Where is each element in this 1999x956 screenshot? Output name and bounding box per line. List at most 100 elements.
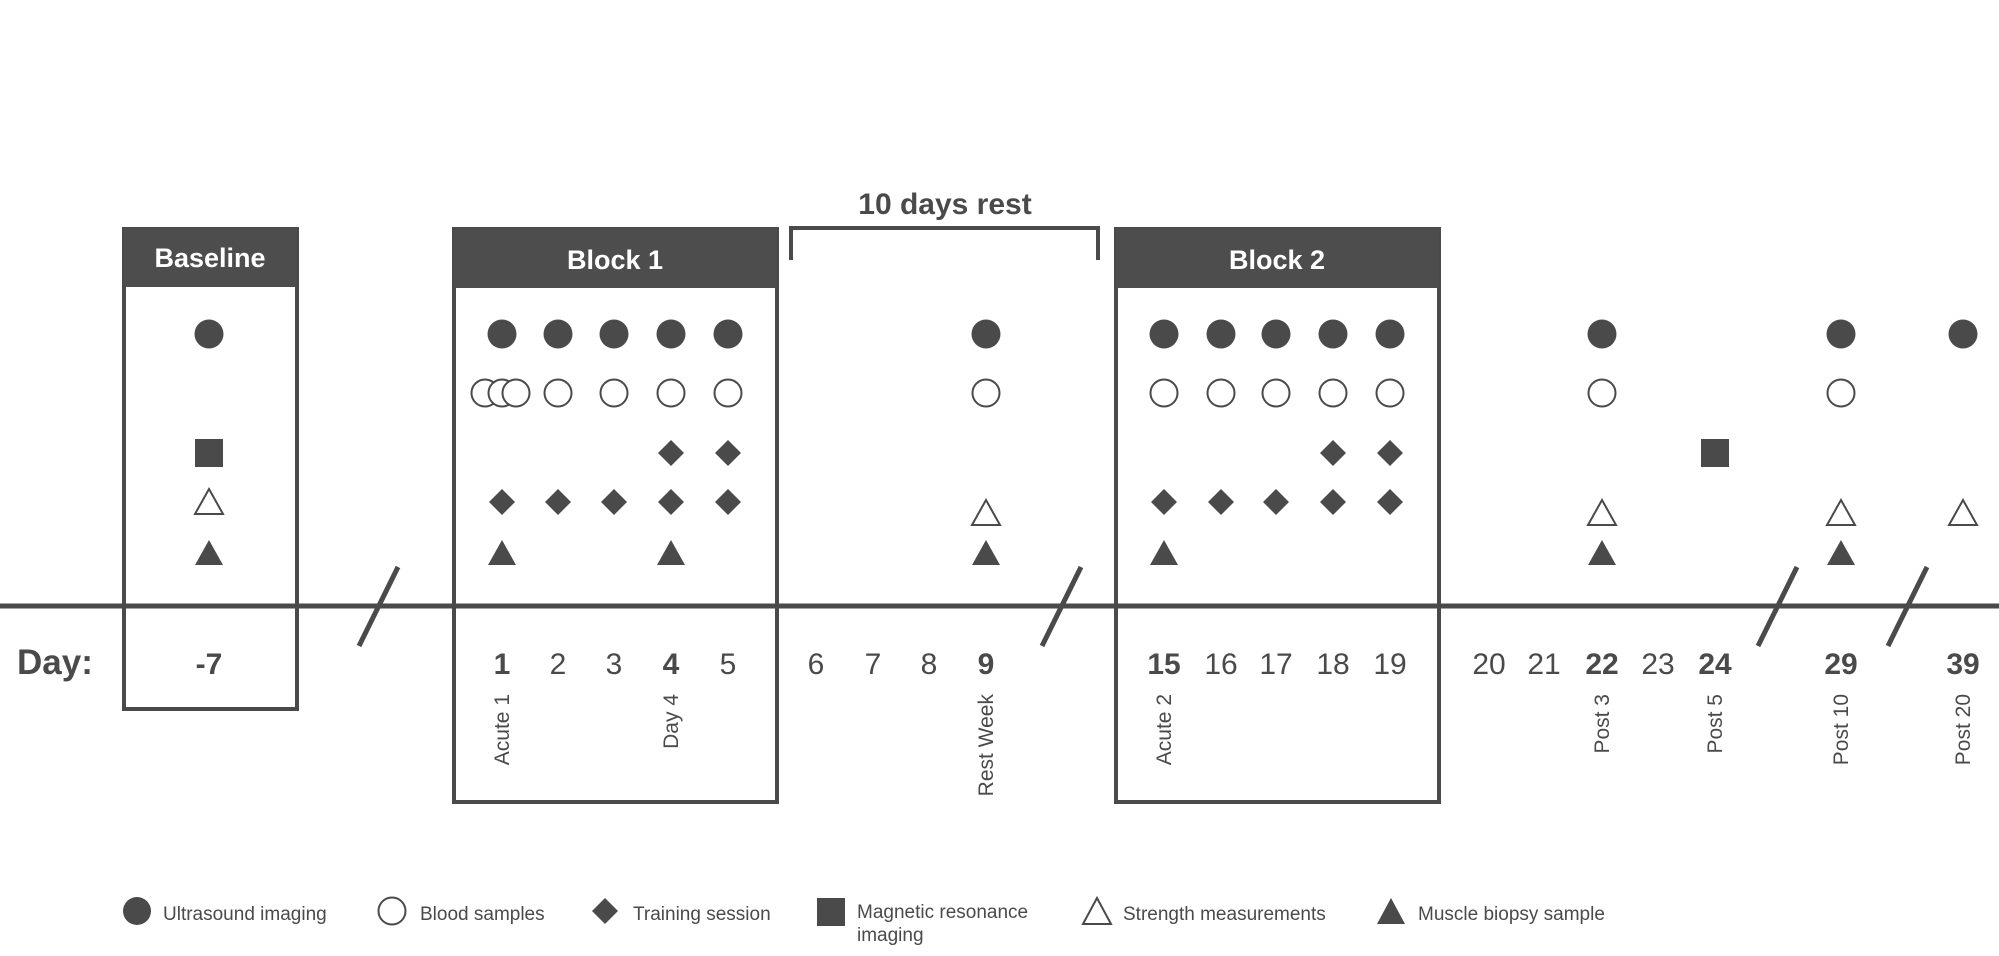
ultrasound-imaging-mark	[487, 319, 517, 349]
blood-sample-mark	[501, 378, 531, 408]
day-label: 24	[1698, 648, 1732, 681]
blood-sample-mark	[1587, 378, 1617, 408]
training-session-mark	[1151, 489, 1177, 515]
filled-square-icon	[817, 898, 845, 926]
day-label: 4	[663, 648, 680, 681]
legend-label-line1: Magnetic resonance	[857, 902, 1028, 923]
training-session-mark	[489, 489, 515, 515]
baseline-header: Baseline	[154, 243, 265, 273]
ultrasound-imaging-mark	[543, 319, 573, 349]
muscle-biopsy-mark	[657, 540, 685, 565]
muscle-biopsy-mark	[195, 540, 223, 565]
day-note: Post 3	[1591, 694, 1614, 754]
ultrasound-imaging-mark	[1149, 319, 1179, 349]
blood-sample-mark	[1318, 378, 1348, 408]
training-session-mark	[1320, 489, 1346, 515]
day-label: 20	[1472, 648, 1505, 681]
blood-sample-mark	[656, 378, 686, 408]
day-note: Acute 2	[1153, 694, 1176, 765]
day-label: 9	[978, 648, 995, 681]
legend: Ultrasound imaging Blood samples Trainin…	[123, 895, 1605, 946]
block2-box: Block 2	[1114, 227, 1441, 804]
training-session-mark	[1320, 440, 1346, 466]
strength-measurement-mark	[1825, 497, 1857, 526]
mri-mark	[195, 439, 223, 467]
ultrasound-imaging-mark	[1375, 319, 1405, 349]
ultrasound-imaging-mark	[1587, 319, 1617, 349]
legend-label-line2: imaging	[857, 925, 924, 946]
legend-item-biopsy: Muscle biopsy sample	[1377, 898, 1605, 925]
ultrasound-imaging-mark	[194, 319, 224, 349]
ultrasound-imaging-mark	[1261, 319, 1291, 349]
blood-sample-mark	[713, 378, 743, 408]
ultrasound-imaging-mark	[1318, 319, 1348, 349]
muscle-biopsy-mark	[488, 540, 516, 565]
training-session-mark	[1377, 440, 1403, 466]
filled-triangle-icon	[1377, 898, 1405, 924]
legend-item-mri: Magnetic resonance imaging	[817, 898, 1028, 946]
day-note: Post 20	[1952, 694, 1975, 765]
day-label: 6	[808, 648, 825, 681]
day-label: 2	[550, 648, 567, 681]
blood-sample-mark	[543, 378, 573, 408]
day-label: 16	[1204, 648, 1237, 681]
legend-label: Strength measurements	[1123, 904, 1326, 925]
day-note: Acute 1	[491, 694, 514, 765]
axis-break-mark	[1039, 565, 1084, 648]
day-note: Day 4	[660, 694, 683, 749]
block1-header-bar	[454, 229, 777, 288]
legend-item-training: Training session	[592, 898, 771, 925]
day-label: 21	[1527, 648, 1560, 681]
day-label: 18	[1316, 648, 1349, 681]
blood-sample-mark	[1375, 378, 1405, 408]
blood-sample-mark	[1826, 378, 1856, 408]
training-session-mark	[1208, 489, 1234, 515]
day-label: 29	[1824, 648, 1857, 681]
day-label: 7	[865, 648, 882, 681]
day-label: 3	[606, 648, 623, 681]
training-session-mark	[545, 489, 571, 515]
open-circle-icon	[377, 896, 407, 926]
strength-measurement-mark	[970, 497, 1002, 526]
ultrasound-imaging-mark	[1206, 319, 1236, 349]
day-label: 17	[1259, 648, 1292, 681]
day-label: 19	[1373, 648, 1406, 681]
day-label: 23	[1641, 648, 1674, 681]
ultrasound-imaging-mark	[971, 319, 1001, 349]
mri-mark	[1701, 439, 1729, 467]
ultrasound-imaging-mark	[656, 319, 686, 349]
open-triangle-icon	[1081, 895, 1113, 925]
legend-item-blood: Blood samples	[377, 896, 545, 926]
training-session-mark	[1263, 489, 1289, 515]
strength-measurement-mark	[1586, 497, 1618, 526]
legend-label: Training session	[633, 904, 771, 925]
day-label: 39	[1946, 648, 1979, 681]
event-marks	[193, 319, 1979, 565]
ultrasound-imaging-mark	[1948, 319, 1978, 349]
legend-label: Blood samples	[420, 904, 545, 925]
blood-sample-mark	[1149, 378, 1179, 408]
day-label: 5	[720, 648, 737, 681]
strength-measurement-mark	[193, 486, 225, 515]
day-label: 8	[921, 648, 938, 681]
muscle-biopsy-mark	[1827, 540, 1855, 565]
legend-item-strength: Strength measurements	[1081, 895, 1326, 925]
training-session-mark	[658, 489, 684, 515]
strength-measurement-mark	[1947, 497, 1979, 526]
rest-bracket: 10 days rest	[789, 188, 1100, 260]
baseline-header-bar	[124, 229, 297, 287]
training-session-mark	[715, 489, 741, 515]
rest-period-label: 10 days rest	[858, 188, 1031, 221]
filled-circle-icon	[123, 897, 151, 925]
ultrasound-imaging-mark	[713, 319, 743, 349]
axis-break-mark	[356, 565, 401, 648]
day-label: 15	[1147, 648, 1180, 681]
blood-sample-mark	[971, 378, 1001, 408]
day-note: Post 10	[1830, 694, 1853, 765]
axis-break-mark	[1755, 565, 1800, 648]
muscle-biopsy-mark	[972, 540, 1000, 565]
day-note: Post 5	[1704, 694, 1727, 754]
